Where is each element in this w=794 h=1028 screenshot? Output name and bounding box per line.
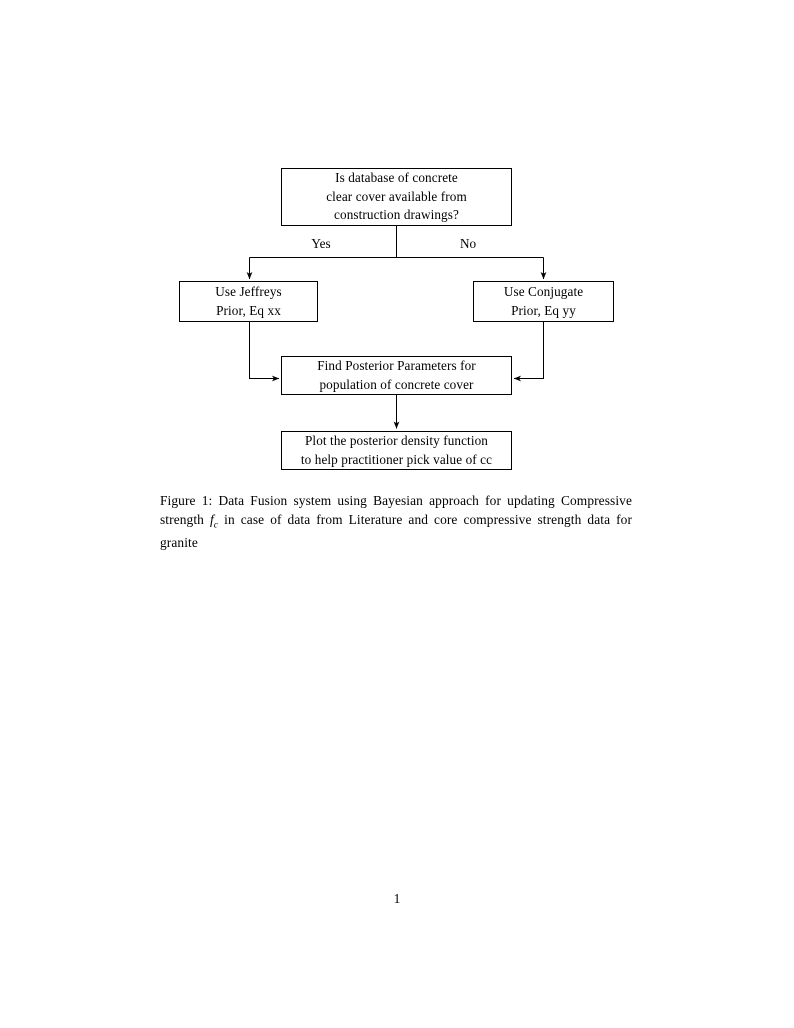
node-text-line: clear cover available from: [326, 188, 467, 204]
figure-caption-label: Figure 1:: [160, 493, 213, 508]
edge-conjugate-to-posterior: [513, 322, 544, 382]
flowchart-node-database-availability-decision: Is database of concrete clear cover avai…: [281, 168, 512, 226]
node-text-line: population of concrete cover: [319, 376, 474, 392]
figure-caption-text-before-math: Data Fusion system using Bayesian approa…: [160, 493, 632, 528]
node-text-line: Use Jeffreys: [215, 283, 282, 299]
node-text-line: to help practitioner pick value of cc: [300, 451, 493, 467]
edge-label-yes: Yes: [311, 236, 331, 251]
flowchart-figure: Is database of concrete clear cover avai…: [0, 0, 794, 500]
flowchart-node-use-jeffreys-prior: Use Jeffreys Prior, Eq xx: [179, 281, 318, 322]
figure-caption: Figure 1: Data Fusion system using Bayes…: [160, 491, 632, 552]
node-text-line: Prior, Eq xx: [216, 302, 281, 318]
node-text-line: Plot the posterior density function: [305, 432, 488, 448]
edge-label-no: No: [459, 236, 477, 251]
figure-caption-math-symbol: fc: [209, 512, 218, 531]
flowchart-node-plot-posterior-density: Plot the posterior density function to h…: [281, 431, 512, 470]
node-text-line: Prior, Eq yy: [511, 302, 576, 318]
page-number: 1: [393, 891, 401, 906]
node-text-line: construction drawings?: [334, 207, 459, 223]
math-subscript: c: [213, 519, 219, 531]
node-text-line: Use Conjugate: [503, 283, 584, 299]
flowchart-node-use-conjugate-prior: Use Conjugate Prior, Eq yy: [473, 281, 614, 322]
node-text-line: Find Posterior Parameters for: [317, 357, 476, 373]
math-base: f: [209, 512, 214, 528]
figure-caption-text-after-math: in case of data from Literature and core…: [160, 512, 633, 550]
flowchart-connectors: [246, 226, 547, 429]
flowchart-node-find-posterior-parameters: Find Posterior Parameters for population…: [281, 356, 512, 395]
node-text-line: Is database of concrete: [335, 169, 458, 185]
edge-jeffreys-to-posterior: [249, 322, 280, 382]
